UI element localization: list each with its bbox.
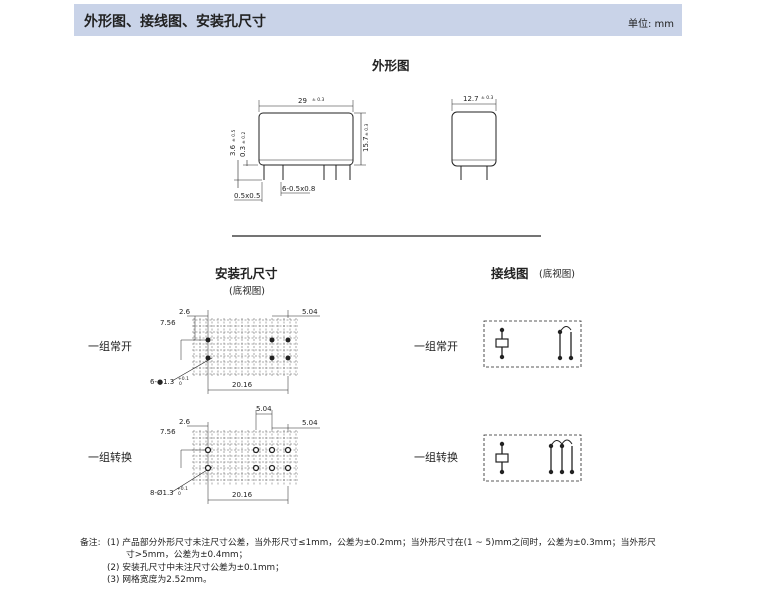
dim-pin-size: 6-0.5x0.8 <box>282 185 315 193</box>
dim-co-holes: 8-Ø1.3 <box>150 489 174 497</box>
note-1b: 寸>5mm，公差为±0.4mm； <box>126 550 248 560</box>
dim-pin-thk: 0.5x0.5 <box>234 192 260 200</box>
note-2: (2) 安装孔尺寸中未注尺寸公差为±0.1mm； <box>107 563 284 573</box>
dim-co-hole-tol2: 0 <box>178 491 181 497</box>
relay-side-view <box>234 100 366 202</box>
mount-no-grid <box>171 310 320 394</box>
dim-no-hole-tol2: 0 <box>179 381 182 387</box>
wiring-co-diagram <box>483 434 582 482</box>
dim-pin-len: 3.6 <box>229 144 237 156</box>
dim-height: 15.7 <box>362 136 370 152</box>
dim-no-holes: 6-●1.3 <box>150 378 174 386</box>
dim-width-tol: ± 0.3 <box>481 95 493 101</box>
wiring-title: 接线图 <box>491 266 529 281</box>
wiring-subtitle: (底视图) <box>539 269 575 280</box>
dim-pin-len-tol: ± 0.5 <box>231 130 237 142</box>
mounting-title: 安装孔尺寸 <box>215 266 278 281</box>
dim-length-tol: ± 0.3 <box>312 97 324 103</box>
dim-height-tol: ± 0.3 <box>364 124 370 136</box>
wiring-no-diagram <box>483 320 582 368</box>
mount-no-label: 一组常开 <box>88 340 132 353</box>
relay-end-view <box>451 99 497 180</box>
dim-co-7-56: 7.56 <box>160 428 176 436</box>
dim-no-hole-tol: +0.1 <box>178 376 189 382</box>
wiring-no-label: 一组常开 <box>414 340 458 353</box>
note-1a: (1) 产品部分外形尺寸未注尺寸公差，当外形尺寸≤1mm，公差为±0.2mm；当… <box>107 538 656 548</box>
dim-co-20-16: 20.16 <box>232 491 253 499</box>
dim-co-5-04-b: 5.04 <box>302 419 318 427</box>
dim-length: 29 <box>298 97 307 105</box>
dim-base-gap-tol: ± 0.2 <box>241 132 247 144</box>
dim-co-hole-tol: +0.1 <box>177 486 188 492</box>
mount-co-label: 一组转换 <box>88 451 132 464</box>
dim-no-7-56: 7.56 <box>160 319 176 327</box>
dim-co-5-04-a: 5.04 <box>256 405 272 413</box>
section-header: 外形图、接线图、安装孔尺寸 单位: mm <box>74 4 682 36</box>
dim-no-20-16: 20.16 <box>232 381 253 389</box>
wiring-co-label: 一组转换 <box>414 451 458 464</box>
dim-no-5-04: 5.04 <box>302 308 318 316</box>
dim-no-2-6: 2.6 <box>179 308 191 316</box>
section-title: 外形图、接线图、安装孔尺寸 <box>84 14 266 30</box>
dim-co-2-6: 2.6 <box>179 418 191 426</box>
unit-label: 单位: mm <box>627 19 674 30</box>
dim-width: 12.7 <box>463 95 479 103</box>
mount-co-grid <box>171 410 320 504</box>
outline-title: 外形图 <box>372 58 410 73</box>
dim-base-gap: 0.3 <box>239 146 247 157</box>
notes-prefix: 备注: <box>80 538 101 548</box>
mounting-subtitle: (底视图) <box>229 286 265 297</box>
note-3: (3) 网格宽度为2.52mm。 <box>107 575 212 585</box>
